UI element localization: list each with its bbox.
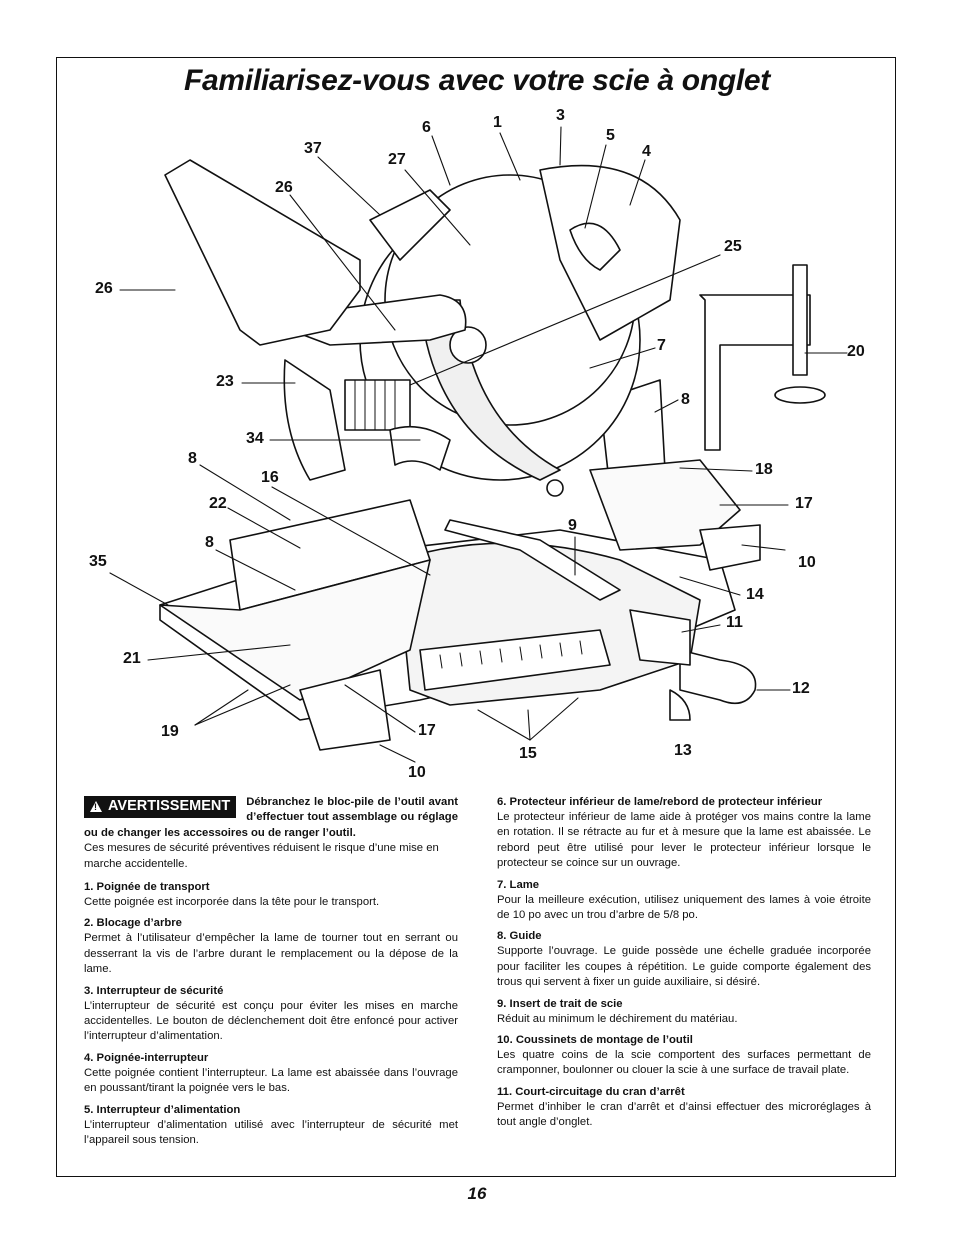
item-heading: 7. Lame (497, 878, 540, 891)
right-column: 6. Protecteur inférieur de lame/rebord d… (497, 795, 871, 1137)
kerf-insert (444, 519, 621, 601)
callout-20: 20 (847, 343, 865, 360)
item-3: 3. Interrupteur de sécurité L’interrupte… (84, 984, 458, 1045)
callout-5: 5 (606, 127, 615, 144)
callout-22: 22 (209, 495, 227, 512)
callout-19: 19 (161, 723, 179, 740)
callout-8-right: 8 (681, 391, 690, 408)
item-heading: 9. Insert de trait de scie (497, 997, 623, 1010)
item-text: Supporte l’ouvrage. Le guide possède une… (497, 945, 871, 989)
callout-15: 15 (519, 745, 537, 762)
item-text: Le protecteur inférieur de lame aide à p… (497, 811, 871, 870)
item-text: Réduit au minimum le déchirement du maté… (497, 1012, 738, 1025)
scale-ticks (439, 640, 583, 669)
callout-35: 35 (89, 553, 107, 570)
callout-14: 14 (746, 586, 764, 603)
callout-1: 1 (493, 114, 502, 131)
item-text: Permet d’inhiber le cran d’arrêt et d’ai… (497, 1100, 871, 1129)
warning-icon: ! (90, 801, 102, 812)
right-table (589, 459, 741, 551)
pivot-arm (283, 359, 346, 481)
callout-34: 34 (246, 430, 264, 447)
bevel-scale (389, 425, 451, 471)
switch-handle (569, 222, 621, 271)
motor-fins (369, 189, 451, 261)
miter-saw-illustration (109, 126, 848, 763)
item-heading: 3. Interrupteur de sécurité (84, 984, 224, 997)
item-heading: 8. Guide (497, 930, 542, 943)
miter-saw-diagram: 1 3 6 5 4 37 27 26 25 26 20 7 23 8 34 8 … (57, 105, 895, 795)
item-7: 7. Lame Pour la meilleure exécution, uti… (497, 878, 871, 924)
item-11: 11. Court-circuitage du cran d’arrêt Per… (497, 1085, 871, 1131)
page-title: Familiarisez-vous avec votre scie à ongl… (184, 64, 770, 97)
left-table (159, 559, 431, 701)
callout-10-bottom: 10 (408, 764, 426, 781)
left-pad (299, 669, 391, 751)
callout-23: 23 (216, 373, 234, 390)
callout-8-fence: 8 (205, 534, 214, 551)
callout-26-left: 26 (95, 280, 113, 297)
callout-21: 21 (123, 650, 141, 667)
warning-block: ! AVERTISSEMENT Débranchez le bloc-pile … (84, 795, 458, 841)
item-6: 6. Protecteur inférieur de lame/rebord d… (497, 795, 871, 872)
callout-18: 18 (755, 461, 773, 478)
arbor (449, 326, 487, 364)
callout-6: 6 (422, 119, 431, 136)
item-heading: 10. Coussinets de montage de l’outil (497, 1034, 693, 1047)
item-text: Les quatre coins de la scie comportent d… (497, 1049, 871, 1077)
work-clamp (699, 294, 811, 451)
callout-4: 4 (642, 143, 651, 160)
item-text: Pour la meilleure exécution, utilisez un… (497, 893, 871, 922)
callout-27: 27 (388, 151, 406, 168)
callout-9: 9 (568, 517, 577, 534)
miter-detent (629, 609, 691, 666)
page-number: 16 (467, 1184, 487, 1203)
callout-25: 25 (724, 238, 742, 255)
callout-11: 11 (726, 614, 743, 631)
item-1: 1. Poignée de transport Cette poignée es… (84, 880, 458, 910)
item-text: L’interrupteur d’alimentation utilisé av… (84, 1118, 458, 1147)
item-heading: 5. Interrupteur d’alimentation (84, 1103, 241, 1116)
callout-13: 13 (674, 742, 692, 759)
callout-17-bottom: 17 (418, 722, 436, 739)
item-text: Cette poignée est incorporée dans la têt… (84, 896, 380, 909)
callout-3: 3 (556, 107, 565, 124)
item-heading: 6. Protecteur inférieur de lame/rebord d… (497, 796, 823, 808)
callout-10-right: 10 (798, 554, 816, 571)
item-5: 5. Interrupteur d’alimentation L’interru… (84, 1103, 458, 1149)
item-8: 8. Guide Supporte l’ouvrage. Le guide po… (497, 929, 871, 990)
callout-26-top: 26 (275, 179, 293, 196)
callout-12: 12 (792, 680, 810, 697)
warning-badge-label: AVERTISSEMENT (108, 798, 231, 814)
callout-7: 7 (657, 337, 666, 354)
item-text: L’interrupteur de sécurité est conçu pou… (84, 999, 458, 1043)
item-10: 10. Coussinets de montage de l’outil Les… (497, 1033, 871, 1079)
miter-scale (419, 629, 611, 691)
warning-body: Ces mesures de sécurité préventives rédu… (84, 842, 439, 870)
item-heading: 11. Court-circuitage du cran d’arrêt (497, 1085, 685, 1098)
warning-badge: ! AVERTISSEMENT (84, 796, 237, 818)
item-2: 2. Blocage d’arbre Permet à l’utilisateu… (84, 916, 458, 977)
item-9: 9. Insert de trait de scie Réduit au min… (497, 997, 871, 1027)
callout-17-right: 17 (795, 495, 813, 512)
right-pad (699, 524, 761, 571)
miter-knob (679, 649, 757, 705)
callout-37: 37 (304, 140, 322, 157)
leader-lines (109, 126, 848, 763)
item-4: 4. Poignée-interrupteur Cette poignée co… (84, 1051, 458, 1097)
item-heading: 1. Poignée de transport (84, 881, 210, 894)
warning-bold-text: Débranchez le bloc-pile de l’outil avant… (84, 796, 458, 839)
dust-bag (164, 159, 361, 346)
left-column: ! AVERTISSEMENT Débranchez le bloc-pile … (84, 795, 458, 1155)
item-text: Cette poignée contient l’interrupteur. L… (84, 1066, 458, 1095)
page-frame (56, 57, 896, 1177)
item-heading: 4. Poignée-interrupteur (84, 1051, 209, 1064)
stop-release (669, 689, 691, 721)
callout-8-left: 8 (188, 450, 197, 467)
item-text: Permet à l’utilisateur d’empêcher la lam… (84, 932, 458, 976)
item-heading: 2. Blocage d’arbre (84, 917, 182, 930)
callout-16: 16 (261, 469, 279, 486)
